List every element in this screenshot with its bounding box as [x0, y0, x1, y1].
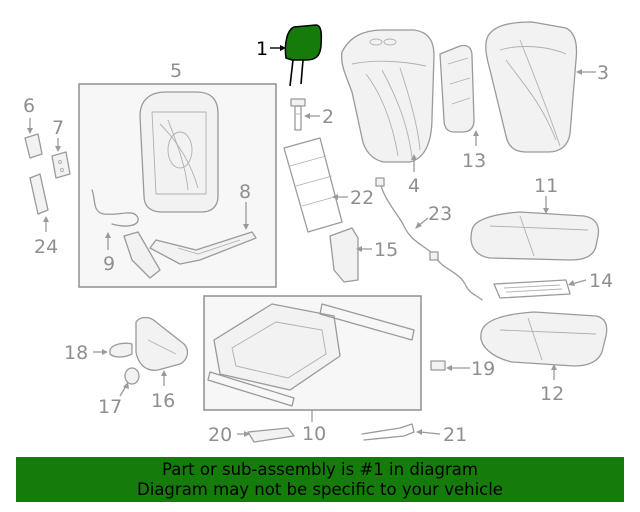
callout-14: 14: [589, 270, 613, 292]
callout-7: 7: [52, 117, 64, 139]
callout-3: 3: [597, 62, 609, 84]
banner-line-1: Part or sub-assembly is #1 in diagram: [162, 460, 478, 479]
part-22-wire-frame: [283, 137, 343, 233]
part-20-trim-bar: [247, 427, 295, 443]
callout-24: 24: [34, 236, 58, 258]
part-16-side-panel: [135, 316, 189, 371]
part-21-rod: [361, 423, 415, 441]
callout-16: 16: [151, 390, 175, 412]
callout-21: 21: [443, 424, 467, 446]
callout-10: 10: [302, 423, 326, 445]
callout-12: 12: [540, 383, 564, 405]
callout-18: 18: [64, 342, 88, 364]
part-9-release-cable: [91, 189, 161, 279]
leader-lines: [27, 45, 596, 437]
callout-22: 22: [350, 187, 374, 209]
callout-2: 2: [322, 106, 334, 128]
callout-6: 6: [23, 95, 35, 117]
part-19-connector: [430, 360, 446, 371]
part-10-cushion-frame: [207, 303, 415, 407]
part-4-seatback-cover: [340, 29, 435, 163]
callout-9: 9: [103, 253, 115, 275]
part-23-wire-harness: [375, 177, 483, 301]
callout-13: 13: [462, 150, 486, 172]
part-3-seatback-panel: [485, 21, 578, 153]
part-2-headrest-guide: [290, 98, 306, 131]
part-14-heater-mat: [493, 279, 571, 299]
callout-15: 15: [374, 239, 398, 261]
callout-11: 11: [534, 175, 558, 197]
part-1-headrest[interactable]: [284, 24, 323, 87]
callout-labels: 1 2 3 4 5 6 7 8 9 10 11 12 13 14 15 16 1…: [23, 38, 613, 446]
callout-19: 19: [471, 358, 495, 380]
callout-1: 1: [256, 38, 268, 60]
callout-20: 20: [208, 424, 232, 446]
part-11-cushion-pad: [470, 211, 600, 261]
part-13-seatback-pad: [439, 44, 475, 133]
callout-17: 17: [98, 396, 122, 418]
callout-4: 4: [408, 175, 420, 197]
part-24-side-trim: [29, 173, 49, 215]
part-18-switch: [109, 342, 133, 358]
part-15-side-shield: [329, 227, 359, 283]
callout-5: 5: [170, 60, 182, 82]
info-banner: Part or sub-assembly is #1 in diagram Di…: [16, 457, 624, 502]
callout-23: 23: [428, 203, 452, 225]
part-17-knob: [124, 367, 140, 385]
part-5-seatback-frame: [139, 91, 219, 213]
banner-line-2: Diagram may not be specific to your vehi…: [137, 480, 503, 499]
part-8-recliner-link: [149, 231, 257, 265]
part-7-bracket: [51, 151, 71, 179]
callout-8: 8: [239, 181, 251, 203]
part-12-cushion-cover: [480, 311, 608, 367]
part-6-trim-piece: [24, 133, 43, 159]
